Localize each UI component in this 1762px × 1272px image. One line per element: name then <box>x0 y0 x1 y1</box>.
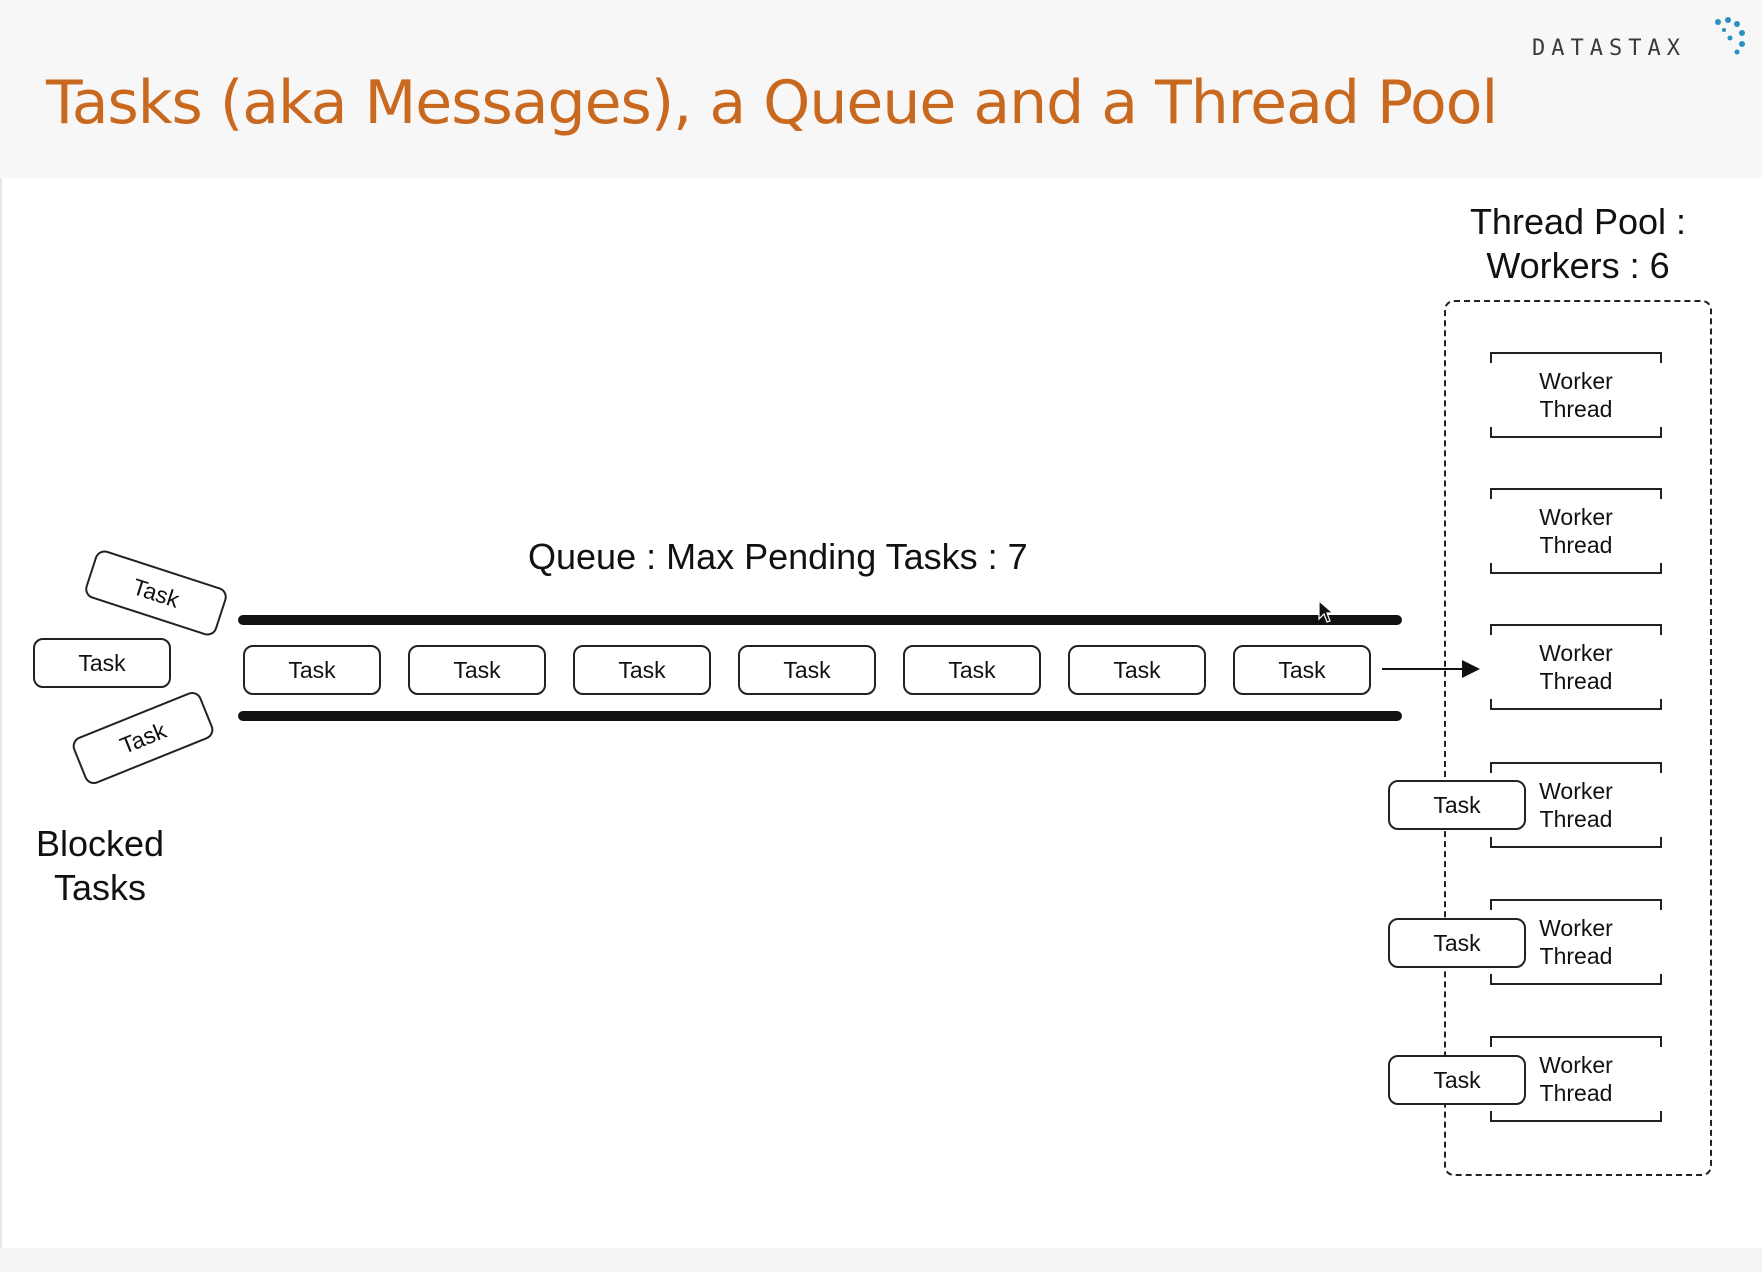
worker-label-line2: Thread <box>1539 943 1613 969</box>
blocked-tasks-label: Blocked Tasks <box>20 822 180 910</box>
slide-title: Tasks (aka Messages), a Queue and a Thre… <box>46 68 1498 138</box>
datastax-logo: DATASTAX <box>1532 17 1747 64</box>
worker-label-line1: Worker <box>1539 640 1613 666</box>
logo-dots-icon <box>1715 17 1745 55</box>
worker-label-line2: Thread <box>1539 396 1613 422</box>
slide-footer-strip <box>0 1248 1762 1272</box>
pool-label-line1: Thread Pool : <box>1469 201 1687 242</box>
queue-task: Task <box>738 645 876 695</box>
blocked-label-line2: Tasks <box>53 867 147 908</box>
slide-left-edge <box>0 0 2 1272</box>
thread-pool-box <box>1444 300 1712 1176</box>
blocked-task: Task <box>69 688 217 788</box>
blocked-label-line1: Blocked <box>35 823 165 864</box>
thread-pool-label: Thread Pool : Workers : 6 <box>1448 200 1708 288</box>
queue-rail-bottom <box>238 711 1402 721</box>
worker-label-line2: Thread <box>1539 1080 1613 1106</box>
blocked-task: Task <box>33 638 171 688</box>
arrow-right-icon <box>1382 660 1480 678</box>
worker-label-line1: Worker <box>1539 778 1613 804</box>
queue-task: Task <box>1068 645 1206 695</box>
processing-task: Task <box>1388 1055 1526 1105</box>
queue-task: Task <box>903 645 1041 695</box>
worker-label-line2: Thread <box>1539 668 1613 694</box>
worker-label-line1: Worker <box>1539 504 1613 530</box>
processing-task: Task <box>1388 918 1526 968</box>
logo-text: DATASTAX <box>1532 36 1686 61</box>
worker-label-line2: Thread <box>1539 532 1613 558</box>
processing-task: Task <box>1388 780 1526 830</box>
queue-task: Task <box>1233 645 1371 695</box>
queue-rail-top <box>238 615 1402 625</box>
worker-label-line1: Worker <box>1539 915 1613 941</box>
queue-task: Task <box>243 645 381 695</box>
queue-task: Task <box>573 645 711 695</box>
worker-label-line2: Thread <box>1539 806 1613 832</box>
mouse-pointer-icon <box>1318 600 1334 623</box>
queue-task: Task <box>408 645 546 695</box>
worker-label-line1: Worker <box>1539 1052 1613 1078</box>
worker-label-line1: Worker <box>1539 368 1613 394</box>
blocked-task: Task <box>82 547 230 639</box>
queue-label: Queue : Max Pending Tasks : 7 <box>528 536 1028 577</box>
slide-header: Tasks (aka Messages), a Queue and a Thre… <box>0 0 1762 178</box>
pool-label-line2: Workers : 6 <box>1486 245 1670 286</box>
